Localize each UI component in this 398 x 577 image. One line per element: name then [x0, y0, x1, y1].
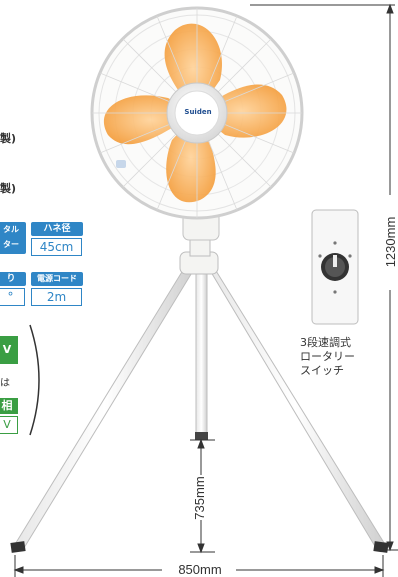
- spec-val-cord: 2m: [31, 288, 82, 306]
- spec-tag-rotation: り: [0, 272, 26, 286]
- spec-tag-cord: 電源コード: [31, 272, 83, 286]
- rotary-switch-box: [311, 209, 359, 325]
- switch-caption: 3段速調式 ロータリー スイッチ: [300, 336, 355, 377]
- height-label: 1230mm: [383, 216, 398, 268]
- bracket: [29, 324, 40, 436]
- spec-val-rotation: °: [0, 288, 25, 306]
- fan-head: [90, 6, 304, 241]
- spec-tag-blade: ハネ径: [31, 222, 83, 236]
- base-width-label: 850mm: [178, 562, 222, 577]
- dimension-lines: [13, 3, 398, 577]
- spec-val-blade: 45cm: [31, 238, 82, 256]
- spec-text-2: 製): [0, 182, 17, 195]
- spec-voltage-1: V: [0, 336, 18, 364]
- spec-text-1: 製): [0, 132, 17, 145]
- spec-phase: 相: [0, 398, 18, 414]
- leg-height-label: 735mm: [192, 476, 207, 520]
- tripod-hub: [179, 237, 219, 275]
- spec-tag-motor: タル ター: [0, 222, 26, 254]
- product-badge: Suiden: [184, 108, 212, 116]
- spec-note-ha: は: [0, 378, 10, 389]
- spec-voltage-2: V: [0, 416, 18, 434]
